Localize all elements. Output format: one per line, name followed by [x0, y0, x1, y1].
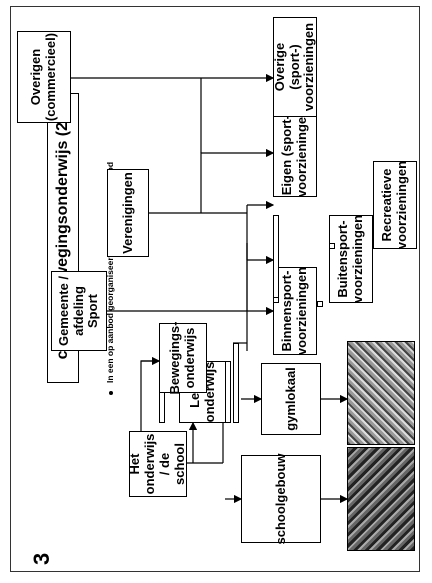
node-overigen-line-2: (commercieel) — [43, 32, 58, 122]
node-overige: Overige (sport-)voorzieningen — [271, 17, 317, 117]
node-binnensport-line-1: Binnensport- — [279, 270, 295, 352]
node-gemeente-line-1: Gemeente / — [55, 275, 71, 347]
node-overigen-line-1: Overigen — [28, 48, 44, 106]
node-beweging-line-2: onderwijs — [182, 327, 197, 389]
connector-lines — [71, 73, 349, 504]
node-bewegings-onderwijs: Bewegings-onderwijs — [159, 321, 207, 395]
node-overige-line-2: voorzieningen — [301, 22, 317, 112]
node-recreatieve-line-2: voorzieningen — [394, 160, 409, 250]
node-spacer-8 — [329, 243, 335, 249]
node-spacer-2 — [225, 361, 231, 423]
node-overigen: Overigen(commercieel) — [17, 31, 71, 123]
node-binnensport: Binnensport-voorzieningen — [273, 267, 317, 355]
node-spacer-3 — [233, 343, 239, 423]
node-spacer-7 — [273, 297, 279, 303]
node-binnensport-line-2: voorzieningen — [294, 266, 309, 356]
node-eigen-line-1: Eigen (sport-) — [279, 110, 295, 196]
node-schoolgebouw-label: schoolgebouw — [272, 453, 288, 545]
node-verenigingen-label: Verenigingen — [119, 172, 135, 254]
node-buitensport: Buitensport-voorzieningen — [329, 215, 373, 303]
bullet-dot-icon — [108, 391, 113, 395]
node-school-line-1: Het onderwijs — [127, 433, 158, 495]
node-overige-line-1: Overige (sport-) — [271, 42, 302, 92]
rotated-slide: 3 VVP 2 context bewegingsonderwijs (2) I… — [11, 7, 421, 573]
arrow-eigen — [200, 148, 275, 213]
node-gemeente-line-2: afdeling Sport — [70, 286, 101, 336]
node-eigen: Eigen (sport-)voorzieningen — [273, 109, 317, 197]
photo-schoolgebouw — [347, 447, 415, 551]
node-buitensport-line-2: voorzieningen — [350, 214, 365, 304]
node-gemeente: Gemeente /afdeling Sport — [51, 271, 107, 351]
slide-frame: 3 VVP 2 context bewegingsonderwijs (2) I… — [10, 6, 420, 572]
node-schoolgebouw: schoolgebouw — [241, 453, 321, 545]
node-recreatieve-line-1: Recreatieve — [379, 168, 395, 242]
node-spacer-5 — [273, 215, 279, 303]
node-gymlokaal-label: gymlokaal — [282, 367, 298, 431]
photo-gymlokaal — [347, 341, 415, 445]
node-eigen-line-2: voorzieningen — [294, 108, 309, 198]
node-gymlokaal: gymlokaal — [261, 363, 321, 435]
node-verenigingen: Verenigingen — [107, 169, 149, 257]
node-school: Het onderwijs/ de school — [127, 431, 187, 497]
node-buitensport-line-1: Buitensport- — [335, 220, 351, 298]
node-school-line-2: / de school — [157, 443, 187, 485]
node-beweging-line-1: Bewegings- — [167, 321, 183, 395]
page-number: 3 — [29, 552, 54, 565]
node-spacer-6 — [317, 301, 323, 307]
